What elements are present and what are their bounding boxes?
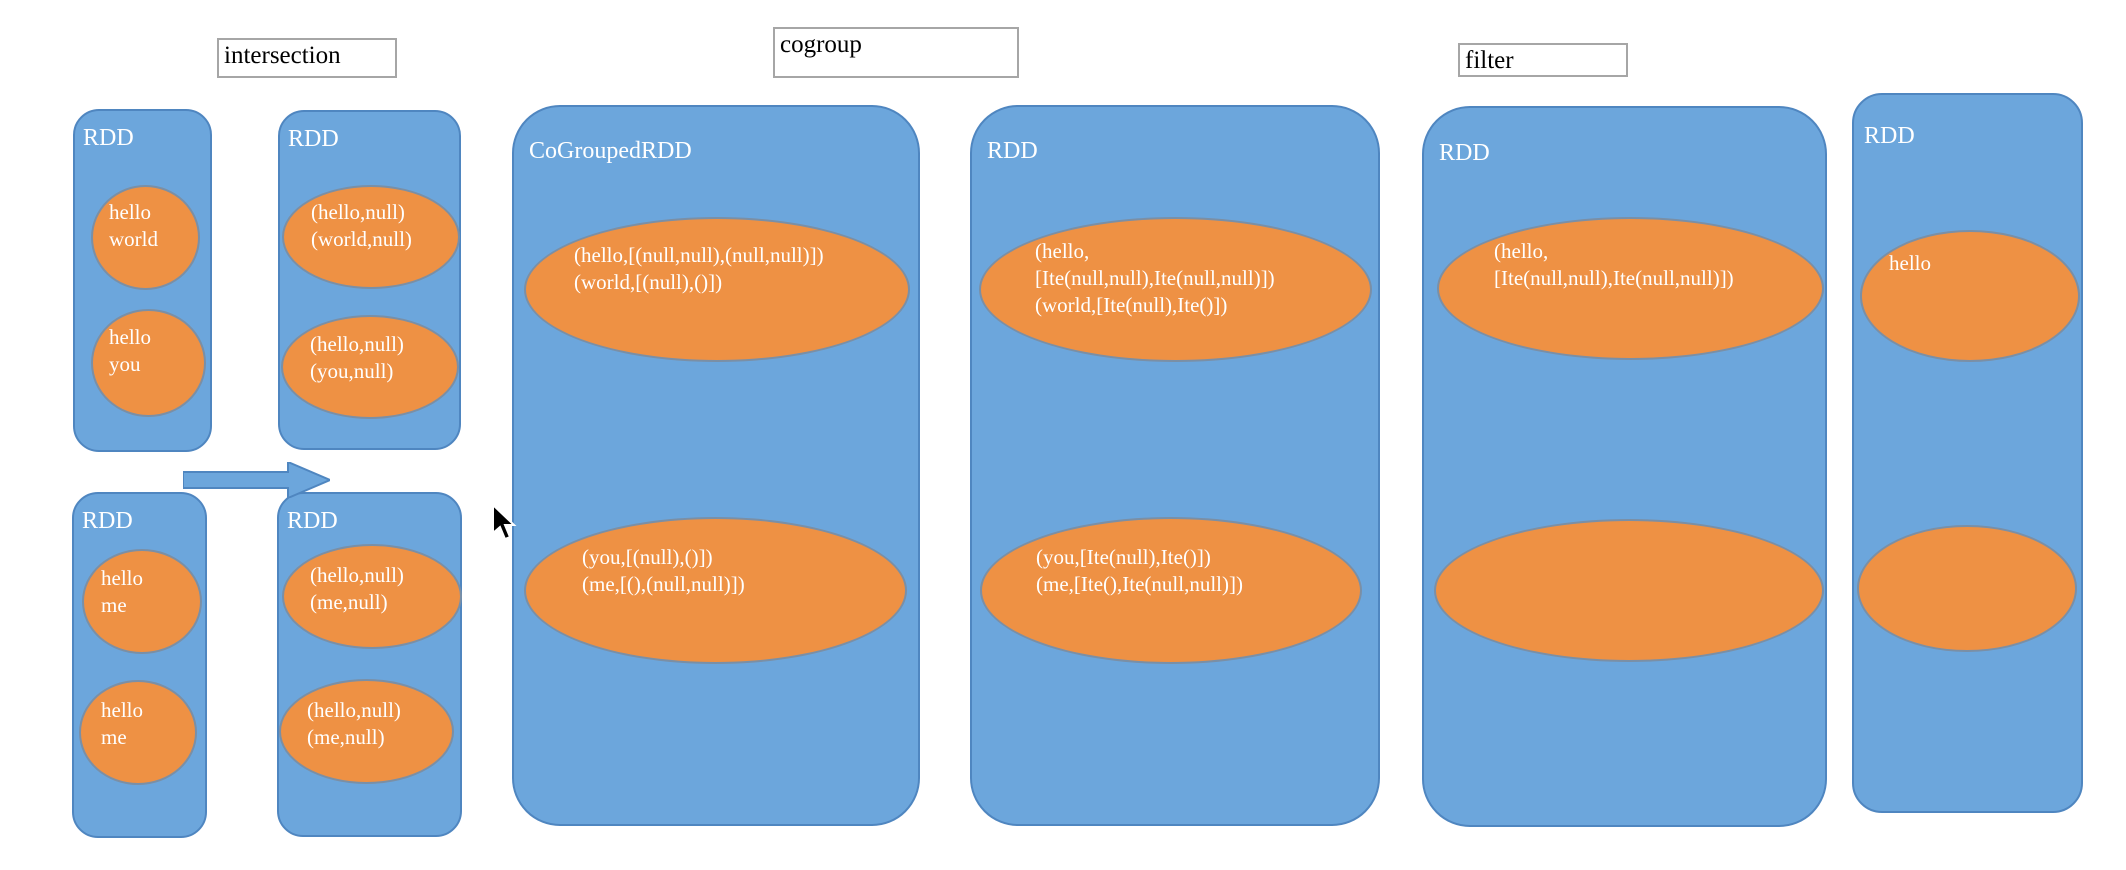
partition-text-line: (hello,null)	[310, 563, 404, 587]
partition-text-line: hello	[1889, 251, 1931, 275]
partition-text-line: world	[109, 227, 158, 251]
partition-ellipse[interactable]: (hello,null) (me,null)	[279, 679, 454, 784]
partition-ellipse[interactable]: (hello,null) (world,null)	[282, 185, 460, 289]
partition-ellipse[interactable]: hello me	[82, 549, 202, 654]
rdd-title: CoGroupedRDD	[529, 138, 692, 164]
partition-ellipse[interactable]: (hello,[(null,null),(null,null)]) (world…	[524, 217, 910, 362]
partition-text-line: you	[109, 352, 141, 376]
partition-text-line: (world,[Ite(null),Ite()])	[1035, 293, 1228, 317]
partition-ellipse[interactable]: (you,[(null),()]) (me,[(),(null,null)])	[524, 517, 907, 664]
partition-text-line: (you,null)	[310, 359, 394, 383]
partition-text-line: (world,null)	[311, 227, 412, 251]
partition-ellipse[interactable]: hello	[1860, 230, 2080, 362]
partition-ellipse-empty[interactable]	[1857, 525, 2077, 652]
partition-ellipse[interactable]: hello world	[91, 185, 200, 290]
filter-label: filter	[1465, 47, 1514, 74]
intersection-label-box[interactable]: intersection	[217, 38, 397, 78]
rdd-box-intersection-source-1[interactable]: RDD hello world hello you	[73, 109, 212, 452]
partition-ellipse-empty[interactable]	[1434, 519, 1824, 662]
partition-text-line: (hello,	[1494, 239, 1549, 263]
rdd-title: RDD	[83, 125, 134, 151]
rdd-box-intersection-mapped-1[interactable]: RDD (hello,null) (world,null) (hello,nul…	[278, 110, 461, 450]
partition-text-line: hello	[109, 200, 151, 224]
rdd-box-filter-source[interactable]: RDD (hello, [Ite(null,null),Ite(null,nul…	[1422, 106, 1827, 827]
partition-text-line: (hello,null)	[307, 698, 401, 722]
partition-ellipse[interactable]: (hello, [Ite(null,null),Ite(null,null)])	[1437, 217, 1824, 360]
mouse-cursor-icon	[492, 504, 517, 541]
rdd-title: RDD	[1864, 123, 1915, 149]
partition-text-line: [Ite(null,null),Ite(null,null)])	[1035, 266, 1275, 290]
partition-text-line: (me,[(),(null,null)])	[582, 572, 745, 596]
map-arrow-icon	[183, 462, 330, 498]
rdd-title: RDD	[287, 508, 338, 534]
partition-ellipse[interactable]: (hello, [Ite(null,null),Ite(null,null)])…	[979, 217, 1372, 362]
rdd-box-filter-result[interactable]: RDD hello	[1852, 93, 2083, 813]
partition-text-line: [Ite(null,null),Ite(null,null)])	[1494, 266, 1734, 290]
partition-text-line: (hello,null)	[310, 332, 404, 356]
partition-ellipse[interactable]: hello you	[91, 309, 206, 417]
rdd-box-intersection-source-2[interactable]: RDD hello me hello me	[72, 492, 207, 838]
intersection-label: intersection	[224, 42, 341, 69]
partition-text-line: (me,null)	[310, 590, 388, 614]
partition-text-line: (hello,	[1035, 239, 1090, 263]
rdd-box-intersection-mapped-2[interactable]: RDD (hello,null) (me,null) (hello,null) …	[277, 492, 462, 837]
partition-ellipse[interactable]: hello me	[79, 680, 197, 785]
partition-text-line: hello	[109, 325, 151, 349]
partition-text-line: (hello,[(null,null),(null,null)])	[574, 243, 824, 267]
partition-text-line: (hello,null)	[311, 200, 405, 224]
cogroup-label-box[interactable]: cogroup	[773, 27, 1019, 78]
partition-ellipse[interactable]: (hello,null) (me,null)	[282, 544, 462, 649]
partition-text-line: (you,[(null),()])	[582, 545, 713, 569]
partition-text-line: (me,null)	[307, 725, 385, 749]
rdd-title: RDD	[1439, 140, 1490, 166]
partition-ellipse[interactable]: (you,[Ite(null),Ite()]) (me,[Ite(),Ite(n…	[980, 517, 1362, 664]
partition-ellipse[interactable]: (hello,null) (you,null)	[281, 315, 459, 419]
partition-text-line: (world,[(null),()])	[574, 270, 723, 294]
partition-text-line: me	[101, 593, 127, 617]
rdd-title: RDD	[82, 508, 133, 534]
filter-label-box[interactable]: filter	[1458, 43, 1628, 77]
rdd-box-cogroup-result[interactable]: RDD (hello, [Ite(null,null),Ite(null,nul…	[970, 105, 1380, 826]
cogrouped-rdd-box[interactable]: CoGroupedRDD (hello,[(null,null),(null,n…	[512, 105, 920, 826]
partition-text-line: hello	[101, 698, 143, 722]
rdd-title: RDD	[288, 126, 339, 152]
partition-text-line: (you,[Ite(null),Ite()])	[1036, 545, 1211, 569]
partition-text-line: me	[101, 725, 127, 749]
partition-text-line: hello	[101, 566, 143, 590]
rdd-title: RDD	[987, 138, 1038, 164]
partition-text-line: (me,[Ite(),Ite(null,null)])	[1036, 572, 1243, 596]
cogroup-label: cogroup	[780, 31, 862, 58]
